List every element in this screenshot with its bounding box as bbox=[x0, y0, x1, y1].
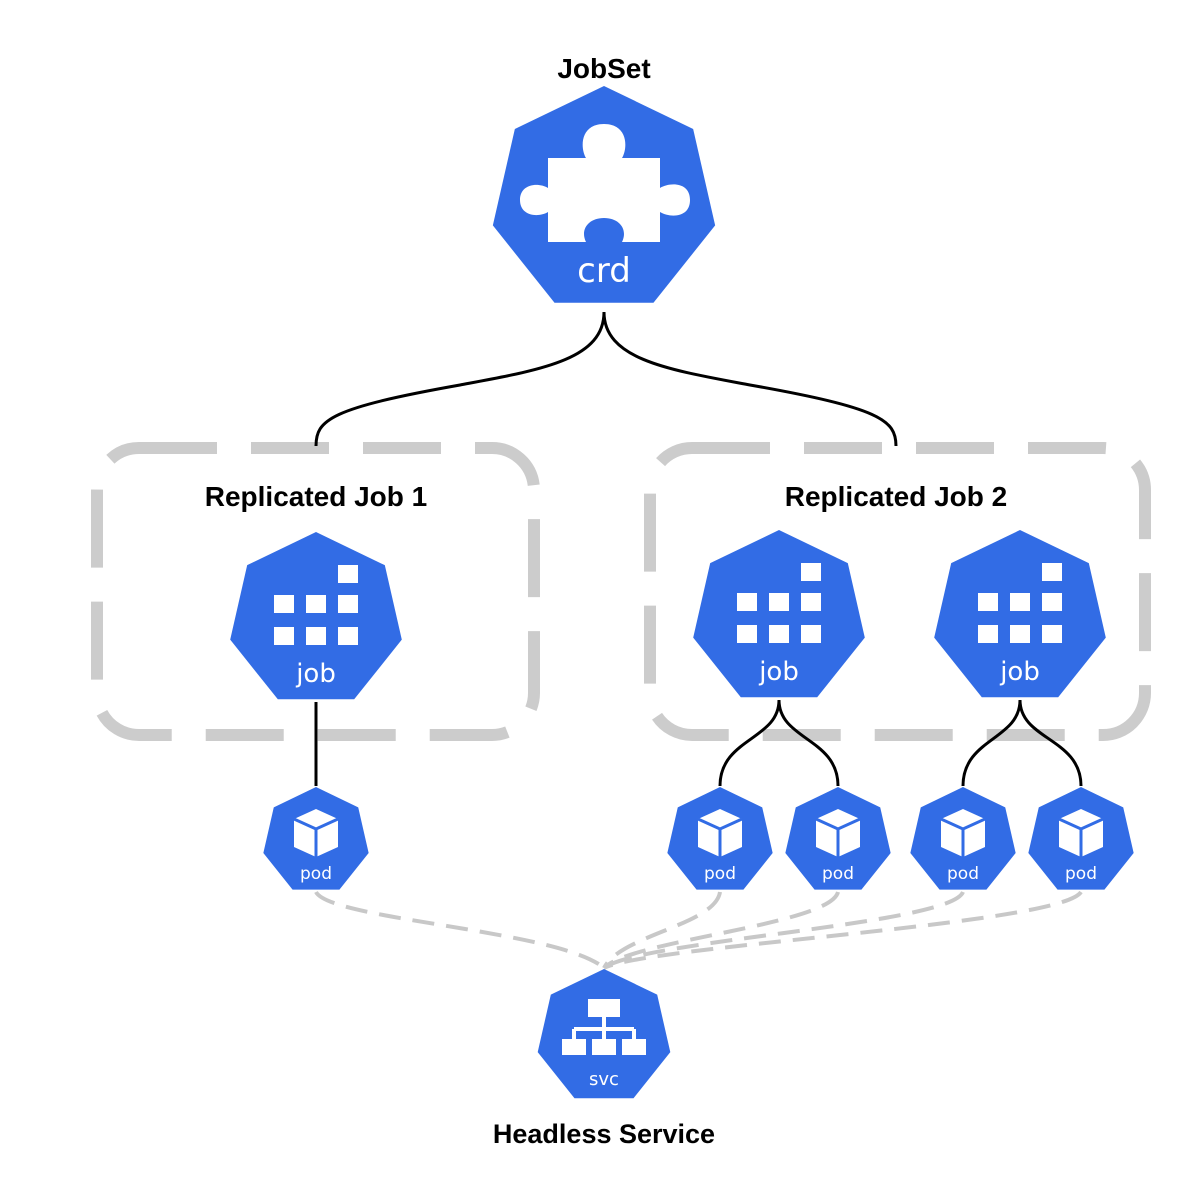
job-grid-icon bbox=[978, 563, 1062, 643]
pod-to-service-links bbox=[314, 890, 1083, 970]
pod-icon: pod bbox=[910, 787, 1016, 890]
jobset-to-job2-connector bbox=[602, 311, 898, 447]
cube-icon bbox=[815, 809, 861, 857]
jobset-crd-icon: crd bbox=[492, 86, 716, 303]
pod-icon-label: pod bbox=[704, 864, 736, 884]
job-icon: job bbox=[230, 532, 402, 700]
job-icon-label: job bbox=[758, 657, 799, 687]
replicated-job-1-box bbox=[91, 442, 540, 741]
puzzle-icon bbox=[520, 124, 690, 242]
replicated-job-2-title: Replicated Job 2 bbox=[785, 481, 1008, 512]
jobset-icon-label: crd bbox=[577, 251, 631, 291]
job-icon-label: job bbox=[295, 659, 336, 689]
service-svc-icon: svc bbox=[537, 969, 671, 1099]
pod-icon-label: pod bbox=[1065, 864, 1097, 884]
pod-icon: pod bbox=[667, 787, 773, 890]
job-icon: job bbox=[693, 530, 865, 698]
job2b-to-pods-connector bbox=[961, 699, 1083, 787]
service-icon-label: svc bbox=[589, 1069, 619, 1090]
cube-icon bbox=[1058, 809, 1104, 857]
jobset-to-job1-connector bbox=[314, 311, 606, 447]
job-icon: job bbox=[934, 530, 1106, 698]
job-grid-icon bbox=[274, 565, 358, 645]
service-title: Headless Service bbox=[493, 1119, 715, 1149]
pod-icon-label: pod bbox=[947, 864, 979, 884]
replicated-job-1-title: Replicated Job 1 bbox=[205, 481, 428, 512]
job2a-to-pods-connector bbox=[718, 699, 840, 787]
pod-icon: pod bbox=[263, 787, 369, 890]
job-grid-icon bbox=[737, 563, 821, 643]
job-icon-label: job bbox=[999, 657, 1040, 687]
pod-icon: pod bbox=[1028, 787, 1134, 890]
cube-icon bbox=[940, 809, 986, 857]
pod-icon-label: pod bbox=[822, 864, 854, 884]
pod-icon-label: pod bbox=[300, 864, 332, 884]
cube-icon bbox=[293, 809, 339, 857]
replicated-job-2-box bbox=[644, 442, 1151, 741]
jobset-title: JobSet bbox=[557, 53, 650, 84]
cube-icon bbox=[697, 809, 743, 857]
pod-icon: pod bbox=[785, 787, 891, 890]
hierarchy-icon bbox=[562, 999, 646, 1055]
